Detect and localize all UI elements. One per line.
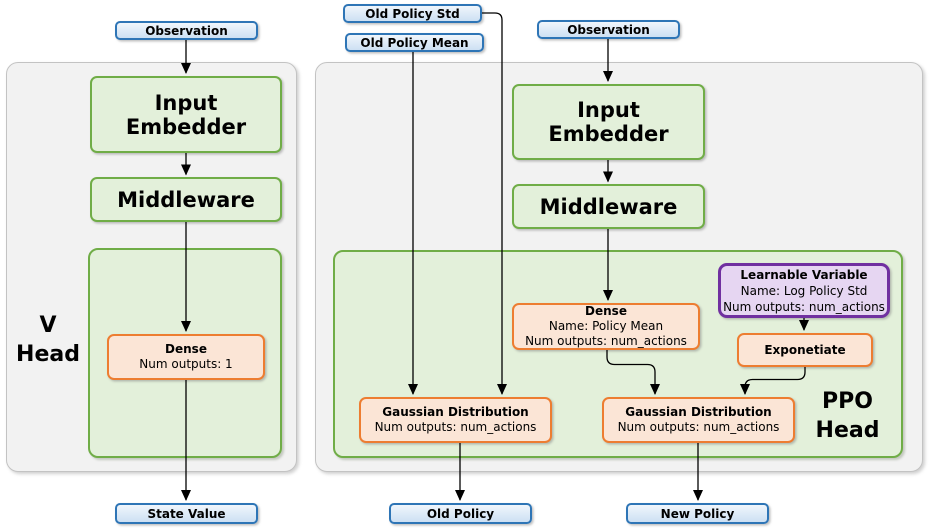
observation-node-ppo: Observation <box>537 20 680 39</box>
observation-node-v: Observation <box>115 21 258 40</box>
v-head-label-line1: V <box>39 313 57 338</box>
learnable-variable-node: Learnable Variable Name: Log Policy Std … <box>718 263 890 318</box>
input-embedder-node-v: Input Embedder <box>90 76 282 153</box>
gaussian-old-outputs: Num outputs: num_actions <box>374 420 537 434</box>
input-embedder-node-ppo: Input Embedder <box>512 84 705 160</box>
old-policy-label: Old Policy <box>426 506 495 521</box>
learnable-variable-outputs: Num outputs: num_actions <box>723 299 885 314</box>
dense-title-ppo: Dense <box>585 304 627 318</box>
middleware-label-ppo: Middleware <box>539 194 678 219</box>
gaussian-new-title: Gaussian Distribution <box>625 405 772 419</box>
observation-label-v: Observation <box>145 23 228 38</box>
old-policy-std-node: Old Policy Std <box>343 4 482 23</box>
exponetiate-node: Exponetiate <box>737 333 873 367</box>
old-policy-mean-node: Old Policy Mean <box>345 33 484 52</box>
dense-name-ppo: Name: Policy Mean <box>548 319 664 333</box>
dense-node-v: Dense Num outputs: 1 <box>107 334 265 380</box>
old-policy-mean-label: Old Policy Mean <box>360 35 469 50</box>
input-embedder-label-ppo: Input Embedder <box>548 98 669 146</box>
gaussian-old-title: Gaussian Distribution <box>382 405 529 419</box>
v-head-label-line2: Head <box>16 342 80 367</box>
dense-title-v: Dense <box>165 342 207 356</box>
gaussian-distribution-new-node: Gaussian Distribution Num outputs: num_a… <box>602 397 795 443</box>
gaussian-new-outputs: Num outputs: num_actions <box>617 420 780 434</box>
gaussian-distribution-old-node: Gaussian Distribution Num outputs: num_a… <box>359 397 552 443</box>
exponetiate-label: Exponetiate <box>764 342 846 357</box>
dense-outputs-v: Num outputs: 1 <box>139 357 233 371</box>
dense-outputs-ppo: Num outputs: num_actions <box>525 334 687 348</box>
new-policy-label: New Policy <box>660 506 735 521</box>
learnable-variable-title: Learnable Variable <box>740 267 868 282</box>
new-policy-node: New Policy <box>626 503 769 524</box>
v-head-label: V Head <box>8 305 88 375</box>
old-policy-node: Old Policy <box>389 503 532 524</box>
middleware-label-v: Middleware <box>117 187 255 212</box>
input-embedder-label-v: Input Embedder <box>125 90 247 139</box>
ppo-head-label-line1: PPO <box>822 389 873 414</box>
middleware-node-v: Middleware <box>90 177 282 222</box>
old-policy-std-label: Old Policy Std <box>365 6 460 21</box>
dense-node-ppo: Dense Name: Policy Mean Num outputs: num… <box>512 303 700 350</box>
learnable-variable-name: Name: Log Policy Std <box>740 283 868 298</box>
ppo-head-label-line2: Head <box>815 418 880 443</box>
state-value-node: State Value <box>115 503 258 524</box>
middleware-node-ppo: Middleware <box>512 184 705 229</box>
observation-label-ppo: Observation <box>567 22 650 37</box>
state-value-label: State Value <box>147 506 226 521</box>
ppo-head-label: PPO Head <box>800 384 895 448</box>
